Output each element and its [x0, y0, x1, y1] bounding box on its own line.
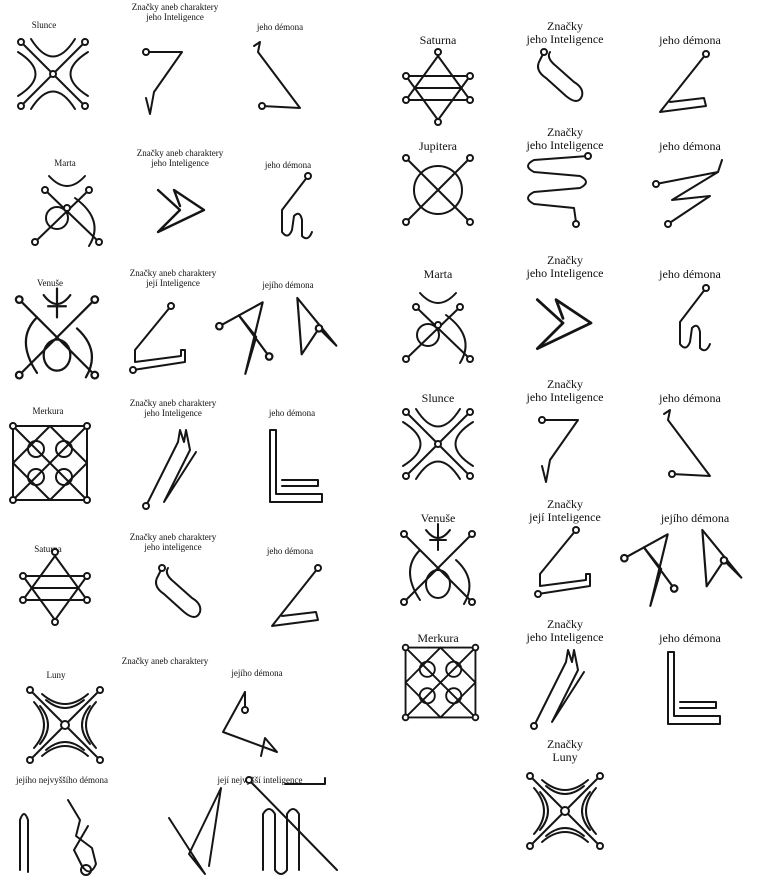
left-luny-intel-label: Značky aneb charaktery: [110, 656, 220, 666]
jupiter-seal-icon: [398, 150, 478, 230]
right-mars-intelligence-sigil-icon: [528, 288, 598, 358]
right-saturn-demon-sigil-icon: [650, 46, 720, 126]
left-saturna-intel-label: Značky aneb charaktery jeho inteligence: [118, 532, 228, 552]
right-marta-planet-label: Marta: [398, 268, 478, 281]
mercury-demon-sigil-icon: [262, 424, 332, 514]
right-venus-seal-icon: [398, 520, 478, 610]
venus-demon-sigil-icon: [215, 292, 345, 382]
left-slunce-intel-label: Značky aneb charaktery jeho Inteligence: [120, 2, 230, 22]
right-venuse-intel-label: Značky její Inteligence: [510, 498, 620, 524]
left-luny-planet-label: Luny: [26, 670, 86, 680]
saturn-intelligence-sigil-icon: [148, 562, 208, 632]
right-marta-demon-label: jeho démona: [640, 268, 740, 281]
left-slunce-planet-label: Slunce: [14, 20, 74, 30]
right-saturna-intel-label: Značky jeho Inteligence: [510, 20, 620, 46]
right-mars-demon-sigil-icon: [660, 282, 720, 362]
mars-intelligence-sigil-icon: [150, 180, 210, 240]
left-marta-demon-label: jeho démona: [248, 160, 328, 170]
left-venuse-intel-label: Značky aneb charaktery její Inteligence: [118, 268, 228, 288]
right-luny-title-label: Značky Luny: [520, 738, 610, 764]
right-sun-seal-icon: [398, 404, 478, 484]
right-saturn-seal-icon: [398, 48, 478, 128]
right-venus-demon-sigil-icon: [620, 524, 750, 614]
right-slunce-intel-label: Značky jeho Inteligence: [510, 378, 620, 404]
left-slunce-demon-label: jeho démona: [240, 22, 320, 32]
left-luny-demon-of-demons-label: jejího nejvyššího démona: [2, 775, 122, 785]
right-venus-intelligence-sigil-icon: [530, 524, 600, 604]
right-sun-demon-sigil-icon: [660, 406, 720, 486]
right-merkura-intel-label: Značky jeho Inteligence: [510, 618, 620, 644]
right-mars-seal-icon: [398, 285, 478, 365]
saturn-seal-icon: [10, 548, 100, 628]
right-moon-seal-icon: [520, 766, 610, 856]
right-saturn-intelligence-sigil-icon: [530, 46, 590, 116]
moon-seal-icon: [15, 680, 115, 770]
sun-demon-sigil-icon: [250, 38, 310, 118]
mercury-intelligence-sigil-icon: [140, 422, 210, 512]
right-saturna-planet-label: Saturna: [398, 34, 478, 47]
sun-seal-icon: [8, 34, 98, 114]
moon-demon-of-demons-sigil-icon: [10, 790, 130, 880]
right-mercury-intelligence-sigil-icon: [528, 642, 598, 732]
right-slunce-demon-label: jeho démona: [640, 392, 740, 405]
mars-seal-icon: [22, 168, 112, 248]
left-marta-planet-label: Marta: [35, 158, 95, 168]
left-marta-intel-label: Značky aneb charaktery jeho Inteligence: [125, 148, 235, 168]
moon-demon-sigil-icon: [210, 686, 290, 766]
sun-intelligence-sigil-icon: [140, 40, 200, 120]
mars-demon-sigil-icon: [262, 170, 322, 250]
right-jupitera-intel-label: Značky jeho Inteligence: [510, 126, 620, 152]
right-mercury-demon-sigil-icon: [660, 646, 730, 736]
mercury-seal-icon: [5, 418, 95, 508]
jupiter-intelligence-sigil-icon: [518, 150, 598, 230]
right-mercury-seal-icon: [398, 640, 483, 725]
left-venuse-demon-label: jejího démona: [248, 280, 328, 290]
right-merkura-demon-label: jeho démona: [640, 632, 740, 645]
left-merkura-intel-label: Značky aneb charaktery jeho Inteligence: [118, 398, 228, 418]
left-luny-demon-label: jejího démona: [212, 668, 302, 678]
right-marta-intel-label: Značky jeho Inteligence: [510, 254, 620, 280]
left-merkura-demon-label: jeho démona: [252, 408, 332, 418]
jupiter-demon-sigil-icon: [648, 148, 728, 228]
venus-seal-icon: [12, 284, 102, 384]
left-merkura-planet-label: Merkura: [18, 406, 78, 416]
moon-intelligence-of-intelligences-sigil-icon: [165, 774, 345, 884]
venus-intelligence-sigil-icon: [125, 300, 195, 380]
right-sun-intelligence-sigil-icon: [536, 408, 596, 488]
left-saturna-demon-label: jeho démona: [250, 546, 330, 556]
saturn-demon-sigil-icon: [262, 560, 332, 640]
